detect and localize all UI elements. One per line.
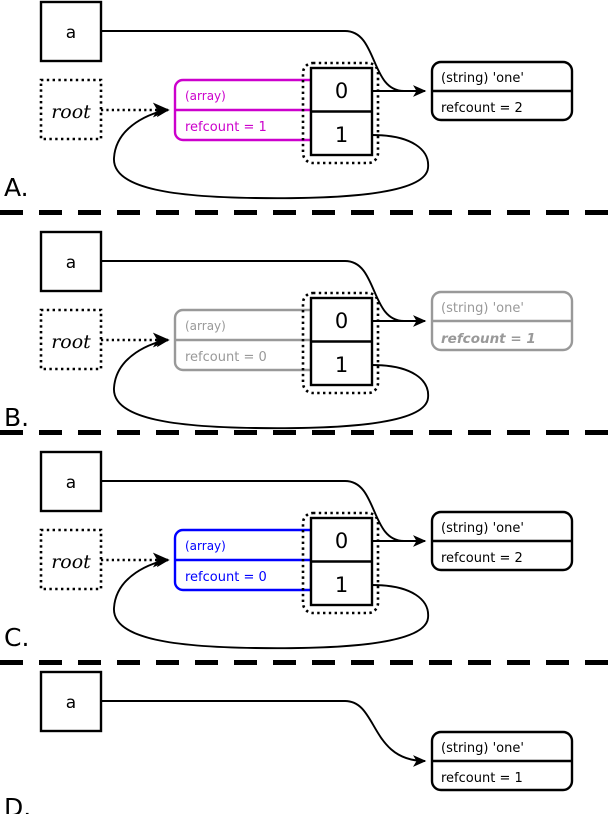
array-type-label: (array) [185, 89, 226, 103]
panel-label-D: D. [4, 793, 31, 814]
root-box-label: root [51, 551, 91, 573]
variable-box-a: a [39, 0, 103, 63]
panel-B: B. a root (array) refcount = 0 0 1 (stri… [4, 230, 574, 432]
string-node: (string) 'one' refcount = 1 [430, 730, 574, 792]
root-box: root [39, 308, 103, 371]
array-type-label: (array) [185, 539, 226, 553]
string-refcount-label: refcount = 2 [441, 101, 523, 116]
edge-slot1-to-array [113, 335, 429, 430]
array-refcount-label: refcount = 0 [185, 570, 267, 585]
string-node: (string) 'one' refcount = 1 [430, 290, 574, 352]
panel-label-A: A. [4, 173, 29, 202]
array-refcount-label: refcount = 1 [185, 120, 267, 135]
slot-index-0: 0 [335, 529, 348, 553]
variable-box-label: a [66, 473, 76, 493]
array-node: (array) refcount = 0 [173, 308, 313, 372]
root-box: root [39, 528, 103, 591]
slot-container: 0 1 [301, 61, 380, 165]
panel-label-C: C. [4, 623, 29, 652]
panel-C: C. a root (array) refcount = 0 0 1 (stri… [4, 450, 574, 652]
array-type-label: (array) [185, 319, 226, 333]
slot-container: 0 1 [301, 511, 380, 615]
string-type-label: (string) 'one' [441, 301, 524, 316]
slot-index-0: 0 [335, 309, 348, 333]
array-refcount-label: refcount = 0 [185, 350, 267, 365]
array-node: (array) refcount = 0 [173, 528, 313, 592]
variable-box-label: a [66, 253, 76, 273]
edge-slot1-to-array [113, 555, 429, 650]
variable-box-a: a [39, 670, 103, 733]
string-refcount-label: refcount = 2 [441, 551, 523, 566]
string-type-label: (string) 'one' [441, 521, 524, 536]
string-type-label: (string) 'one' [441, 741, 524, 756]
string-node: (string) 'one' refcount = 2 [430, 60, 574, 122]
edge-a-to-string [101, 700, 427, 767]
slot-container: 0 1 [301, 291, 380, 395]
variable-box-a: a [39, 230, 103, 293]
root-box-label: root [51, 331, 91, 353]
string-node: (string) 'one' refcount = 2 [430, 510, 574, 572]
slot-index-1: 1 [335, 573, 348, 597]
edge-a-to-string [101, 480, 405, 542]
slot-index-1: 1 [335, 123, 348, 147]
panel-A: A. a root (array) refcount = 1 0 1 [4, 0, 574, 202]
string-type-label: (string) 'one' [441, 71, 524, 86]
edge-slot1-to-array [113, 105, 429, 200]
array-node: (array) refcount = 1 [173, 78, 313, 142]
string-refcount-label: refcount = 1 [441, 331, 536, 347]
string-refcount-label: refcount = 1 [441, 771, 523, 786]
panel-label-B: B. [4, 403, 29, 432]
root-box-label: root [51, 101, 91, 123]
panel-D: D. a (string) 'one' refcount = 1 [4, 670, 574, 814]
slot-index-1: 1 [335, 353, 348, 377]
edge-a-to-string [101, 260, 405, 322]
root-box: root [39, 78, 103, 141]
slot-index-0: 0 [335, 79, 348, 103]
variable-box-label: a [66, 23, 76, 43]
variable-box-label: a [66, 693, 76, 713]
variable-box-a: a [39, 450, 103, 513]
edge-a-to-string [101, 30, 405, 92]
